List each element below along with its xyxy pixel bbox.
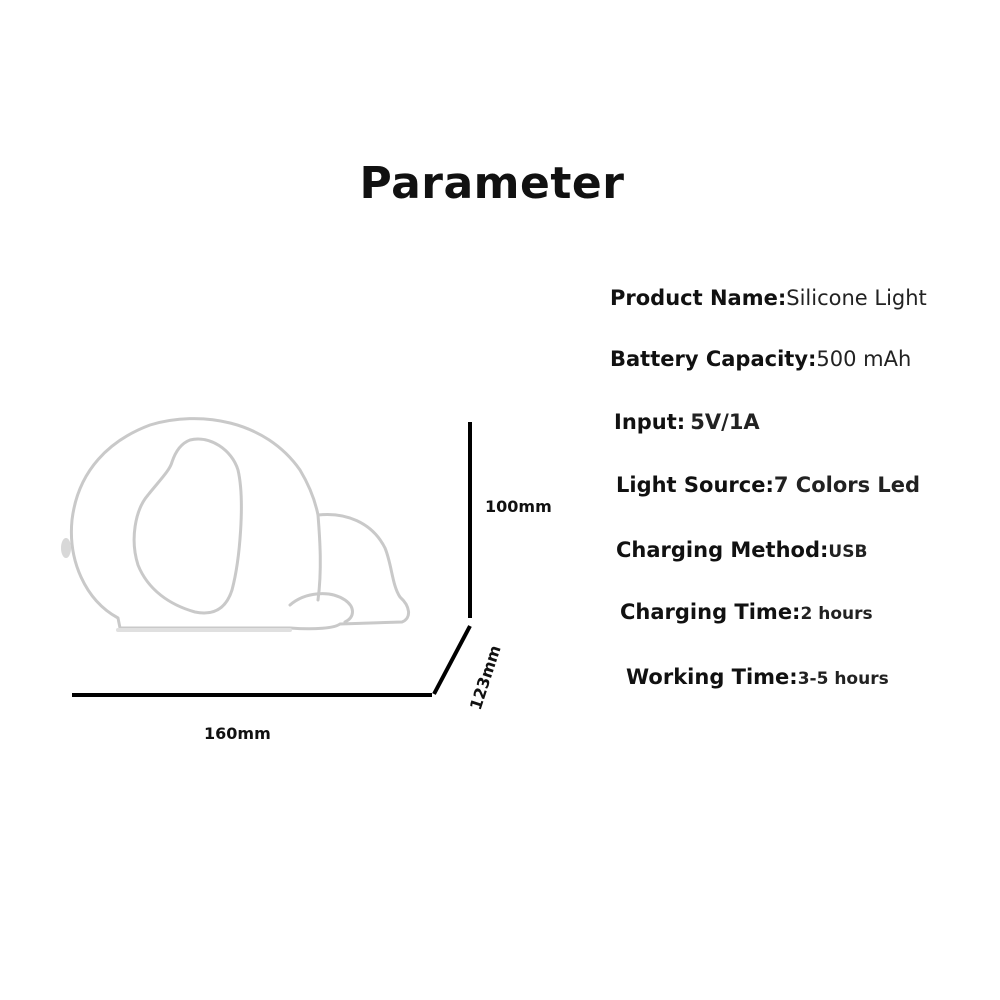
lamp-back-foot [316, 513, 322, 602]
depth-dimension-line [432, 625, 472, 695]
spec-value: 5V/1A [690, 410, 760, 434]
spec-label: Light Source: [616, 473, 774, 497]
spec-working-time: Working Time:3-5 hours [626, 667, 889, 688]
spec-label: Charging Time: [620, 600, 801, 624]
spec-value: Silicone Light [786, 286, 927, 310]
spec-battery-capacity: Battery Capacity:500 mAh [610, 349, 911, 370]
lamp-button [61, 538, 71, 558]
spec-label: Working Time: [626, 665, 798, 689]
lamp-illustration [69, 417, 410, 632]
spec-light-source: Light Source:7 Colors Led [616, 475, 920, 496]
lamp-body-outline [69, 417, 410, 631]
spec-input: Input: 5V/1A [614, 412, 760, 433]
width-label: 160mm [204, 724, 271, 743]
spec-value: 7 Colors Led [773, 473, 921, 497]
spec-charging-method: Charging Method:USB [616, 540, 867, 561]
spec-charging-time: Charging Time:2 hours [620, 602, 873, 623]
spec-product-name: Product Name:Silicone Light [610, 288, 927, 309]
lamp-ear-outline [132, 437, 243, 615]
page-title: Parameter [359, 158, 625, 209]
height-label: 100mm [485, 497, 552, 516]
spec-label: Product Name: [610, 286, 787, 310]
spec-value: 500 mAh [816, 347, 912, 371]
spec-value: 3-5 hours [797, 669, 889, 689]
lamp-paw-outline [288, 592, 354, 624]
spec-value: 2 hours [800, 604, 873, 624]
spec-label: Battery Capacity: [610, 347, 817, 371]
spec-value: USB [828, 542, 868, 562]
spec-label: Charging Method: [616, 538, 829, 562]
spec-label: Input: [614, 410, 686, 434]
